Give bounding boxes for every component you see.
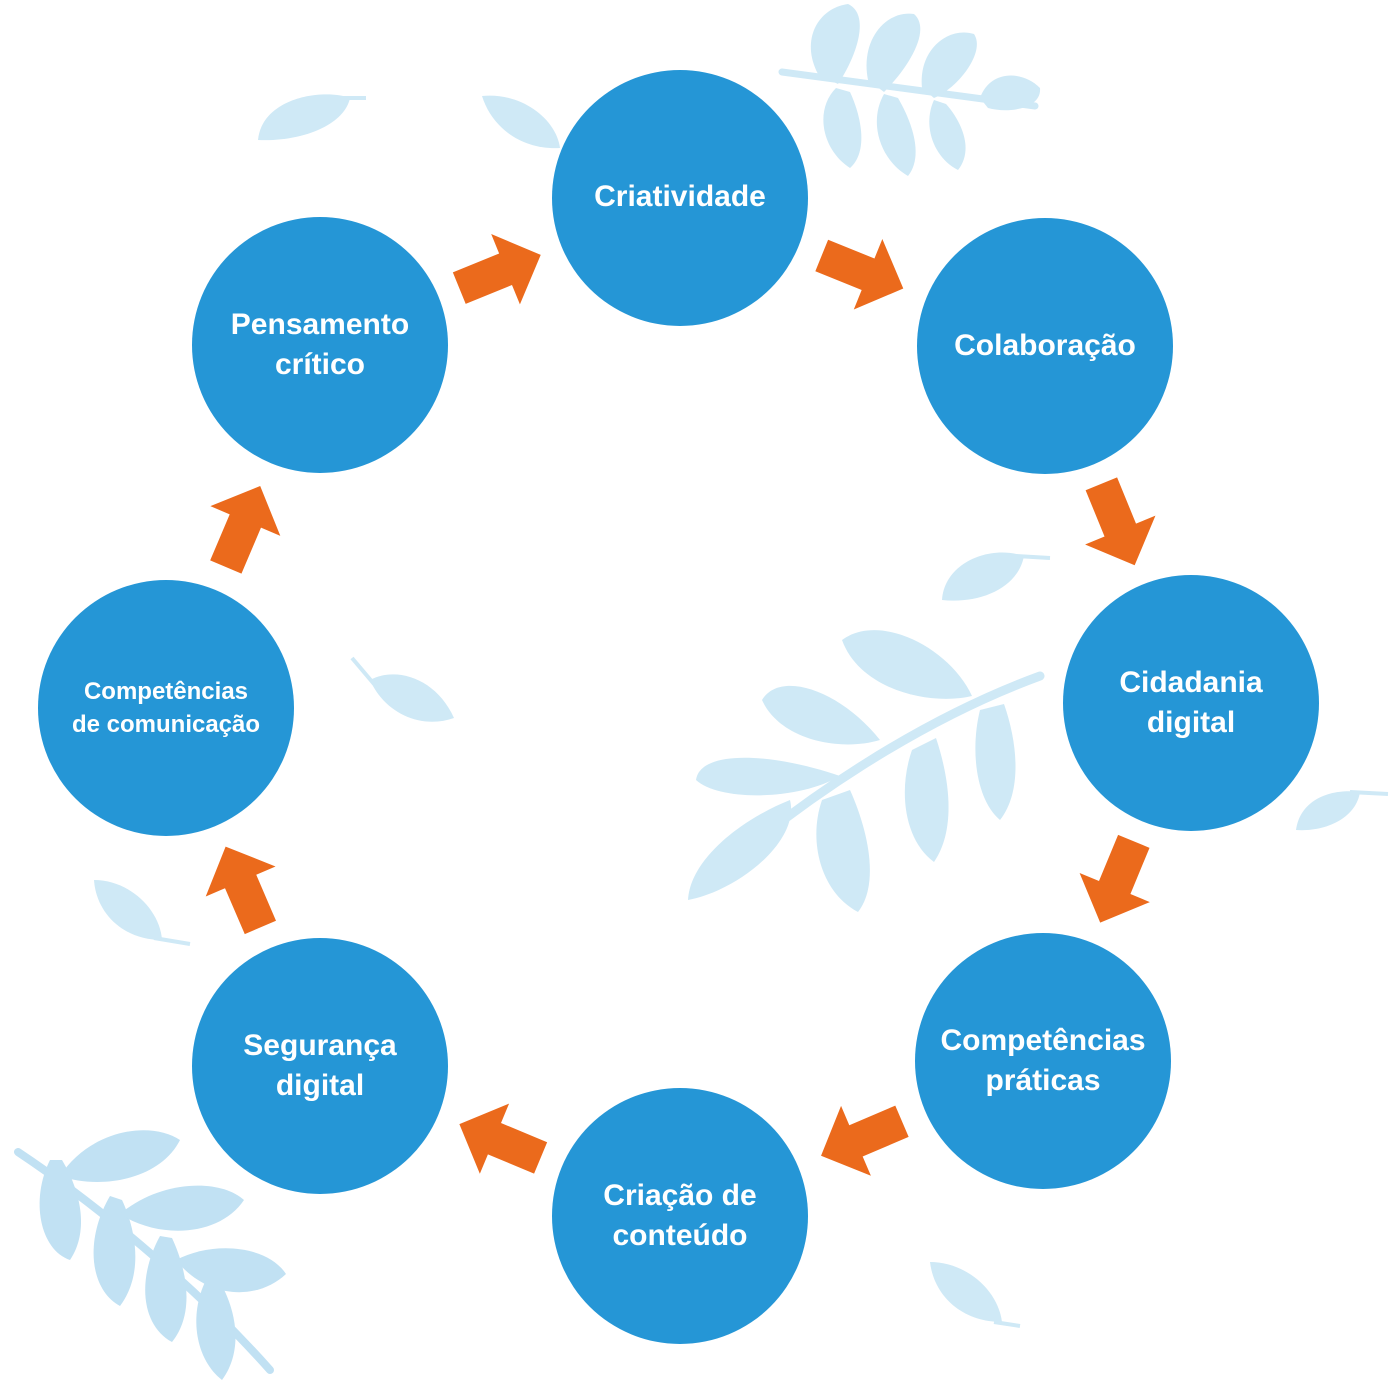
node-label: Colaboração [954, 329, 1136, 362]
leaf-decoration [258, 94, 350, 141]
node-label: Segurança digital [243, 1029, 397, 1102]
arrow-criacao-to-seguranca [459, 1103, 548, 1174]
node-pensamento-critico: Pensamento crítico [192, 217, 448, 473]
arrow-pensamento-to-criatividade [452, 234, 541, 305]
node-label: Criação de conteúdo [603, 1179, 757, 1252]
node-criacao-de-conteudo: Criação de conteúdo [552, 1088, 808, 1344]
node-cidadania-digital: Cidadania digital [1063, 575, 1319, 831]
node-label: Criatividade [594, 180, 766, 213]
leaf-decoration [942, 552, 1024, 601]
node-label: Pensamento crítico [230, 308, 410, 381]
branch-decoration-top-right [778, 4, 1041, 176]
leaf-decoration [482, 95, 560, 149]
arrow-cidadania-to-praticas [1079, 834, 1150, 923]
branch-decoration-center [688, 630, 1045, 912]
node-competencias-de-comunicacao: Competências de comunicação [38, 580, 294, 836]
arrow-colaboracao-to-cidadania [1085, 477, 1156, 566]
arrow-criatividade-to-colaboracao [815, 239, 904, 310]
node-label: Competências de comunicação [71, 678, 261, 738]
node-criatividade: Criatividade [552, 70, 808, 326]
leaf-decoration [94, 880, 162, 940]
leaf-decoration [930, 1262, 1002, 1322]
node-seguranca-digital: Segurança digital [192, 938, 448, 1194]
node-label: Cidadania digital [1119, 666, 1263, 739]
node-colaboracao: Colaboração [917, 218, 1173, 474]
leaf-decoration [370, 674, 454, 722]
node-label: Competências práticas [940, 1024, 1146, 1097]
arrow-seguranca-to-comunicacao [205, 846, 277, 935]
branch-decoration-bottom-left [14, 1130, 286, 1380]
arrow-praticas-to-criacao [821, 1105, 909, 1176]
node-competencias-praticas: Competências práticas [915, 933, 1171, 1189]
leaf-decoration [1296, 791, 1360, 831]
arrow-comunicacao-to-pensamento [210, 485, 281, 574]
